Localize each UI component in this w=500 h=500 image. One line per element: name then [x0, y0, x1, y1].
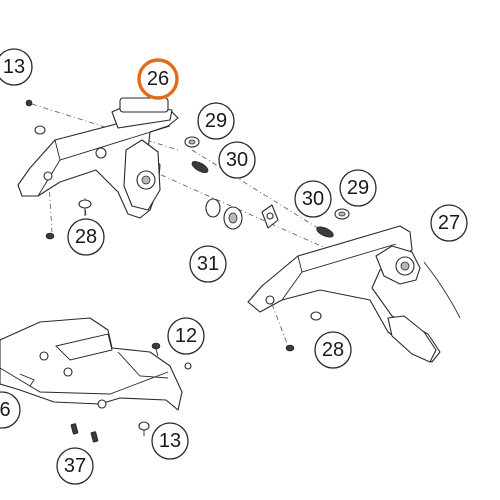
footrest-bracket-left	[17, 97, 179, 219]
callout-28-left: 28	[67, 218, 105, 256]
spring-30-upper	[191, 161, 209, 173]
callout-37-label: 37	[64, 455, 86, 477]
callout-29-right-label: 29	[347, 177, 369, 199]
callout-6: 6	[0, 391, 21, 429]
callout-29-upper: 29	[197, 102, 235, 140]
callout-31: 31	[189, 245, 227, 283]
callout-12-label: 12	[175, 325, 197, 347]
spring-30-right	[316, 226, 334, 238]
callout-13-top: 13	[0, 48, 33, 86]
hinge-bolts-31	[205, 198, 279, 230]
callout-13-top-label: 13	[3, 56, 25, 78]
callout-37: 37	[56, 447, 94, 485]
screw-12	[151, 342, 161, 357]
callout-30-upper-label: 30	[226, 149, 248, 171]
callout-26-label: 26	[147, 68, 169, 90]
screw-28-left	[78, 199, 92, 216]
callout-6-label: 6	[0, 399, 11, 421]
screw-lower-left	[45, 232, 55, 240]
callout-30-right: 30	[294, 180, 332, 218]
footrest-bracket-right	[247, 225, 461, 363]
callout-28-right: 28	[314, 331, 352, 369]
nut-29-right	[334, 208, 350, 220]
callout-30-right-label: 30	[302, 188, 324, 210]
callout-28-right-label: 28	[322, 339, 344, 361]
nut-29-upper	[184, 136, 200, 148]
callout-30-upper: 30	[218, 141, 256, 179]
callout-27-label: 27	[438, 212, 460, 234]
callout-28-left-label: 28	[75, 226, 97, 248]
callout-13-bottom: 13	[151, 422, 189, 460]
callout-27: 27	[430, 204, 468, 242]
callout-29-upper-label: 29	[205, 110, 227, 132]
screw-13-lower	[138, 421, 150, 436]
callout-26: 26	[137, 58, 179, 100]
callout-31-label: 31	[197, 253, 219, 275]
screws-37	[70, 423, 99, 443]
callout-29-right: 29	[339, 169, 377, 207]
callout-12: 12	[167, 317, 205, 355]
cover-plate-lower	[0, 317, 192, 411]
callout-13-bottom-label: 13	[159, 430, 181, 452]
